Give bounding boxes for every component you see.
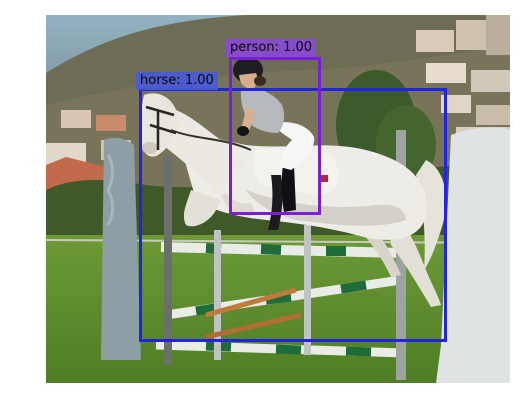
bbox-horse-label: horse: 1.00 (136, 72, 218, 90)
photo-horse-jumping (46, 15, 510, 383)
rider (233, 57, 315, 212)
post-left (164, 155, 172, 365)
jump-wing-right (436, 127, 510, 383)
houses-right (416, 15, 510, 145)
bbox-person-label: person: 1.00 (226, 39, 317, 57)
